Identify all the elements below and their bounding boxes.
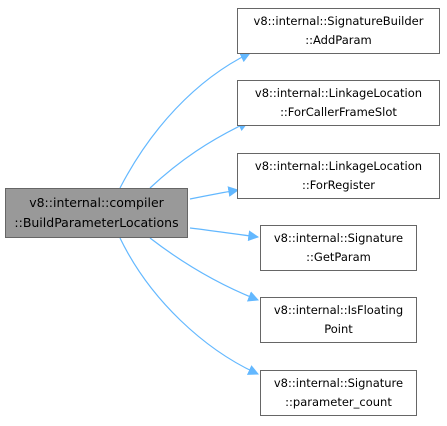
node-label-line1: v8::internal::SignatureBuilder: [253, 14, 424, 28]
node-label-line2: ::BuildParameterLocations: [14, 215, 179, 230]
edge-to-is-floating-point: [149, 237, 260, 302]
node-signature-builder-add-param[interactable]: v8::internal::SignatureBuilder ::AddPara…: [237, 8, 440, 54]
edge-to-get-param: [189, 227, 260, 242]
node-label-line1: v8::internal::IsFloating: [273, 303, 404, 317]
node-linkage-location-for-register[interactable]: v8::internal::LinkageLocation ::ForRegis…: [237, 153, 440, 199]
node-label-line2: ::GetParam: [306, 250, 371, 264]
node-label-line1: v8::internal::LinkageLocation: [254, 159, 423, 173]
node-label-line1: v8::internal::compiler: [29, 195, 164, 210]
node-label-line2: ::ForCallerFrameSlot: [280, 105, 397, 119]
edge-to-add-param: [119, 52, 251, 189]
node-label-line1: v8::internal::Signature: [273, 376, 404, 390]
node-label-line2: ::ForRegister: [301, 178, 376, 192]
node-label-line2: Point: [324, 322, 353, 336]
node-build-parameter-locations[interactable]: v8::internal::compiler ::BuildParameterL…: [5, 188, 188, 238]
node-label-line1: v8::internal::Signature: [273, 231, 404, 245]
edge-to-for-caller-frame-slot: [149, 121, 249, 189]
node-is-floating-point[interactable]: v8::internal::IsFloating Point: [260, 297, 417, 343]
node-label-line2: ::parameter_count: [285, 395, 392, 409]
node-label-line1: v8::internal::LinkageLocation: [254, 86, 423, 100]
node-signature-get-param[interactable]: v8::internal::Signature ::GetParam: [260, 225, 417, 271]
node-linkage-location-for-caller-frame-slot[interactable]: v8::internal::LinkageLocation ::ForCalle…: [237, 80, 440, 126]
edge-to-parameter-count: [119, 237, 259, 375]
node-label-line2: ::AddParam: [305, 33, 372, 47]
edge-to-for-register: [189, 186, 240, 200]
node-signature-parameter-count[interactable]: v8::internal::Signature ::parameter_coun…: [260, 370, 417, 416]
